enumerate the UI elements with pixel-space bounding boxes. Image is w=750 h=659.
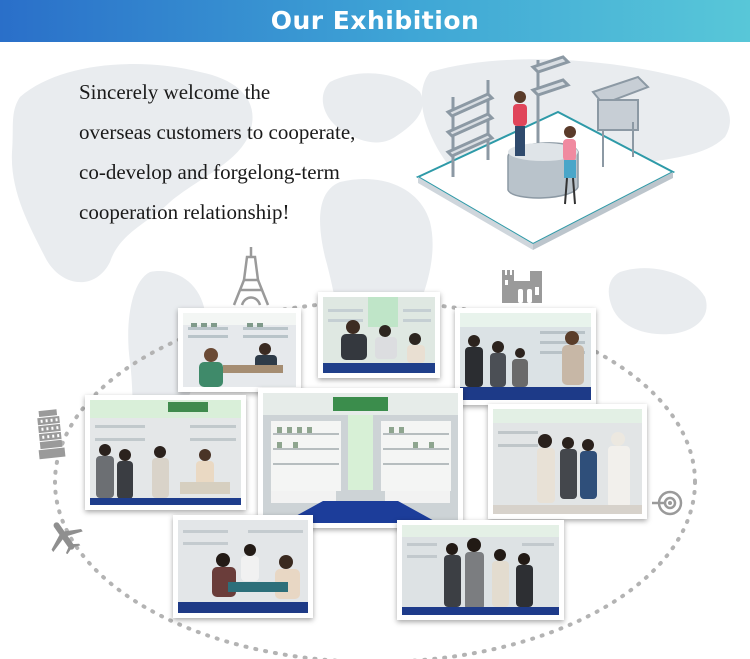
intro-line-2: overseas customers to cooperate, bbox=[79, 120, 356, 144]
photo-booth-8 bbox=[397, 520, 564, 620]
photo-booth-4 bbox=[85, 395, 246, 510]
airplane-icon bbox=[51, 522, 83, 554]
photo-booth-6 bbox=[488, 404, 647, 519]
photo-booth-3 bbox=[455, 308, 596, 405]
intro-line-1: Sincerely welcome the bbox=[79, 80, 271, 104]
target-icon bbox=[652, 490, 683, 516]
intro-line-4: cooperation relationship! bbox=[79, 200, 290, 224]
photo-booth-2 bbox=[318, 292, 440, 378]
booth-illustration bbox=[415, 55, 676, 250]
photo-booth-7 bbox=[173, 515, 313, 618]
header-banner: Our Exhibition bbox=[0, 0, 750, 42]
intro-line-3: co-develop and forgelong-term bbox=[79, 160, 340, 184]
photo-booth-center bbox=[258, 388, 463, 528]
page-title: Our Exhibition bbox=[270, 6, 480, 35]
photo-booth-1 bbox=[178, 308, 301, 392]
intro-text: Sincerely welcome the overseas customers… bbox=[79, 72, 439, 232]
eiffel-tower-icon bbox=[232, 247, 270, 306]
leaning-tower-icon bbox=[37, 409, 66, 460]
castle-icon bbox=[502, 270, 542, 303]
